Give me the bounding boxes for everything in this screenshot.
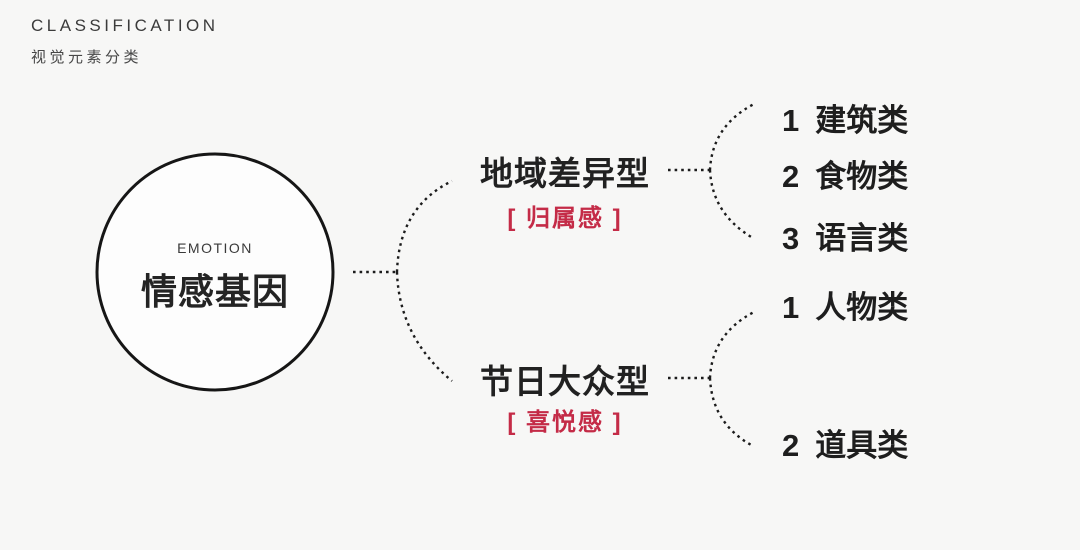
branch2-label: 节日大众型: [480, 363, 650, 400]
branch2-to-leaf1-curve: [708, 310, 755, 379]
page-subtitle: 视觉元素分类: [31, 49, 143, 66]
branch1-label: 地域差异型: [480, 155, 650, 192]
page-title: CLASSIFICATION: [31, 16, 219, 35]
root-to-branch1-curve: [395, 179, 453, 273]
branch1-to-leaf1-curve: [708, 102, 755, 171]
leaf-item: 2 道具类: [782, 420, 908, 465]
leaf-item: 1 建筑类: [782, 95, 908, 140]
leaf-label: 食物类: [815, 159, 909, 194]
leaf-item: 3 语言类: [782, 213, 908, 258]
leaf-number: 3: [782, 221, 800, 256]
leaf-label: 语言类: [815, 221, 909, 256]
header: CLASSIFICATION 视觉元素分类: [31, 16, 219, 67]
leaf-number: 2: [782, 428, 800, 463]
branch2-emotion-label: [ 喜悦感 ]: [507, 409, 623, 436]
leaf-number: 2: [782, 159, 800, 194]
leaf-item: 2 食物类: [782, 151, 908, 196]
leaf-number: 1: [782, 103, 800, 138]
leaf-label: 人物类: [815, 290, 909, 325]
root-circle: [95, 152, 335, 392]
leaf-label: 道具类: [815, 428, 909, 463]
branch1-emotion-label: [ 归属感 ]: [507, 205, 623, 232]
leaf-item: 1 人物类: [782, 282, 908, 327]
branch2-to-leaf2-curve: [708, 377, 754, 448]
root-label-zh: 情感基因: [140, 271, 289, 312]
root-to-branch2-curve: [395, 271, 453, 382]
root-label-en: EMOTION: [177, 240, 253, 256]
branch1-to-leaf3-curve: [708, 169, 754, 240]
leaf-number: 1: [782, 290, 800, 325]
leaf-label: 建筑类: [815, 103, 909, 138]
